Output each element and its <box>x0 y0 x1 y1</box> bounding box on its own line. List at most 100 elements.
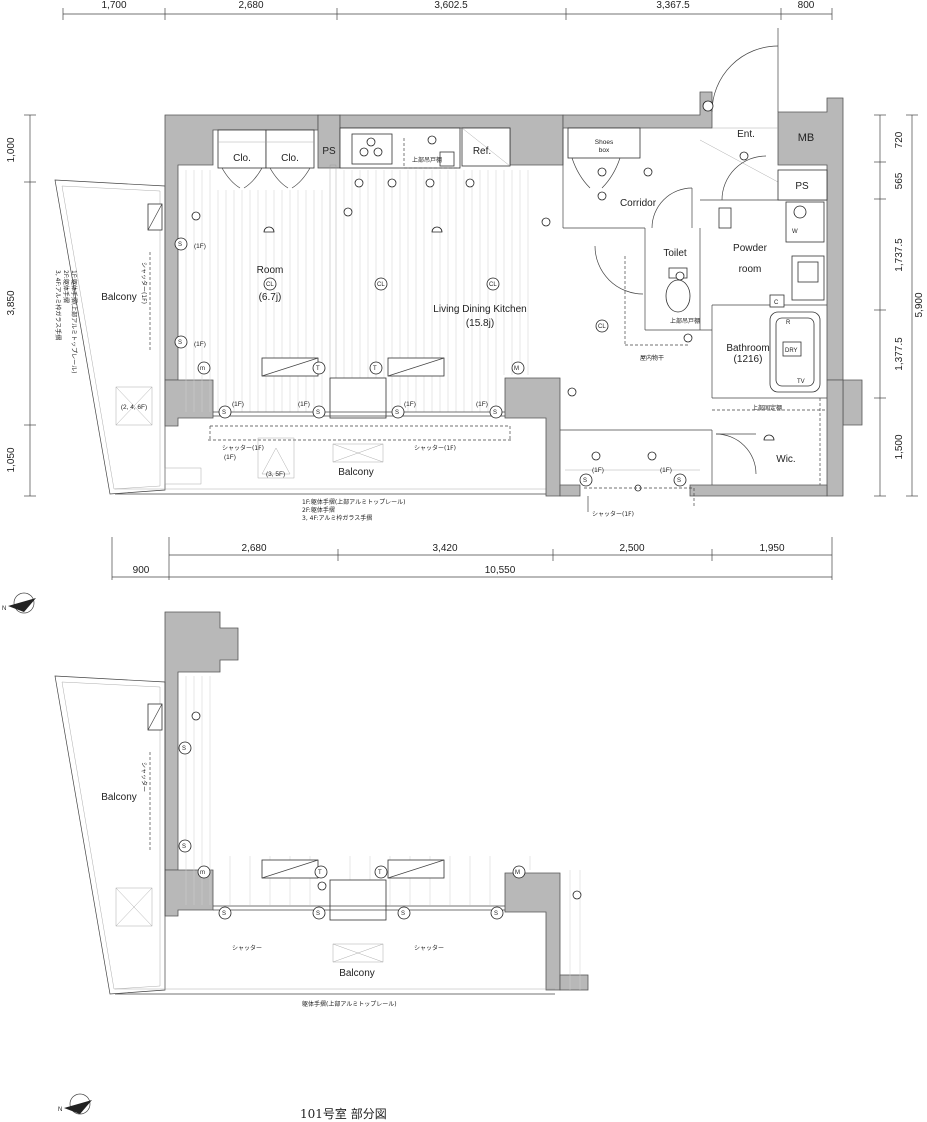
s-mark-5: S <box>583 478 587 484</box>
indoor-dryer-note: 屋内物干 <box>640 354 664 362</box>
s-mark-lower-4: S <box>494 911 498 917</box>
corridor-label: Corridor <box>620 198 657 209</box>
s-mark-lower-1: S <box>222 911 226 917</box>
upper-fixed-shelf-note: 上部固定棚 <box>752 404 782 412</box>
dim-top-3: 3,602.5 <box>434 0 468 11</box>
s-mark-3: S <box>395 410 399 416</box>
dim-top-5: 800 <box>798 0 815 11</box>
rail-note-2: 2F:躯体手摺 <box>302 506 335 514</box>
shoes-box: Shoes box <box>567 127 641 189</box>
dim-left-3: 1,050 <box>6 447 17 472</box>
closets: Clo. Clo. <box>217 129 315 189</box>
closet-2-label: Clo. <box>281 153 299 164</box>
drawing-caption: 101号室 部分図 <box>300 1106 387 1121</box>
left-dimension-line: 1,000 3,850 1,050 <box>6 114 36 497</box>
shutter-note-1-floor: (1F) <box>224 454 236 461</box>
mb-label: MB <box>798 132 815 144</box>
dim-bottom-4: 1,950 <box>759 543 784 554</box>
dim-bottom-5: 900 <box>133 565 150 576</box>
tv-mark: TV <box>797 379 805 385</box>
t-mark-lower-2: T <box>378 870 382 876</box>
dim-top-2: 2,680 <box>238 0 263 11</box>
s-mark-lower-left-1: S <box>182 746 186 752</box>
dim-bottom-3: 2,500 <box>619 543 644 554</box>
closet-1-label: Clo. <box>233 153 251 164</box>
dim-right-2: 565 <box>894 172 905 189</box>
shutter-note-lower-2: シャッター <box>414 944 444 952</box>
balcony-bottom-label: Balcony <box>338 467 374 478</box>
dim-right-1: 720 <box>894 131 905 148</box>
m-mark-2: M <box>514 366 519 372</box>
upper-cabinet-note: 上部吊戸棚 <box>412 156 442 164</box>
toilet-label: Toilet <box>663 248 687 259</box>
f1-label-4: (1F) <box>298 401 310 408</box>
balcony-left-label-lower: Balcony <box>101 792 137 803</box>
bathroom-size: (1216) <box>734 354 763 365</box>
f1-label-3: (1F) <box>232 401 244 408</box>
dim-top-1: 1,700 <box>101 0 126 11</box>
dim-left-1: 1,000 <box>6 137 17 162</box>
lower-plan-walls <box>164 611 589 991</box>
room-size: (6.7j) <box>259 292 282 303</box>
s-mark-1: S <box>222 410 226 416</box>
rail-note-lower: 躯体手摺(上部アルミトップレール) <box>302 1000 397 1008</box>
vertical-rail-note-3: 3, 4F:アルミ枠ガラス手摺 <box>54 270 62 340</box>
dim-right-4: 1,377.5 <box>894 337 905 371</box>
t-mark-1: T <box>316 366 320 372</box>
dim-bottom-1: 2,680 <box>241 543 266 554</box>
wic-label: Wic. <box>776 454 795 465</box>
cl-mark-2: CL <box>377 282 385 288</box>
m-mark-lower-1: m <box>200 870 205 876</box>
ldk-size: (15.8j) <box>466 318 494 329</box>
dryer-mark: DRY <box>785 348 798 354</box>
shutter-note-1: シャッター(1F) <box>222 444 264 452</box>
shutter-vertical-note-lower: シャッター <box>140 762 148 792</box>
f1-label-2: (1F) <box>194 341 206 348</box>
shutter-note-2: シャッター(1F) <box>414 444 456 452</box>
f1-label-1: (1F) <box>194 243 206 250</box>
cl-mark-3: CL <box>489 282 497 288</box>
vertical-rail-note-1: 1F:躯体手摺(上部アルミトップレール) <box>70 270 78 373</box>
balcony-bottom-label-lower: Balcony <box>339 968 375 979</box>
dim-right-3: 1,737.5 <box>894 238 905 272</box>
cl-mark-1: CL <box>266 282 274 288</box>
powder-label: Powder <box>733 243 768 254</box>
windows-bottom <box>208 357 512 479</box>
balcony-left-lower: シャッター Balcony <box>54 675 555 995</box>
shoes-box-label-2: box <box>599 147 610 154</box>
powder-room: W Powder room <box>718 201 825 301</box>
vertical-rail-note-2: 2F:躯体手摺 <box>62 270 70 303</box>
rail-note-1: 1F:躯体手摺(上部アルミトップレール) <box>302 498 405 506</box>
fridge-label: Ref. <box>473 146 491 157</box>
top-dimension-line: 1,700 2,680 3,602.5 3,367.5 800 <box>62 0 833 20</box>
dim-left-2: 3,850 <box>6 290 17 315</box>
bottom-dimension-lines: 2,680 3,420 2,500 1,950 900 10,550 <box>111 537 833 580</box>
ps-label-1: PS <box>322 146 336 157</box>
dim-top-4: 3,367.5 <box>656 0 690 11</box>
shoes-box-label-1: Shoes <box>595 139 614 146</box>
kitchen-counter: 上部吊戸棚 Ref. <box>339 127 511 169</box>
f1-label-5: (1F) <box>404 401 416 408</box>
svg-text:N: N <box>2 606 6 612</box>
upper-cabinet-note-2: 上部吊戸棚 <box>670 317 700 325</box>
ldk-label: Living Dining Kitchen <box>433 304 526 315</box>
shutter-note-3: シャッター(1F) <box>592 510 634 518</box>
s-mark-left-1: S <box>178 242 182 248</box>
rail-note-3: 3, 4F:アルミ枠ガラス手摺 <box>302 514 372 522</box>
dim-right-5: 1,500 <box>894 434 905 459</box>
svg-text:N: N <box>58 1107 62 1113</box>
s-mark-lower-left-2: S <box>182 844 186 850</box>
m-mark-1: m <box>200 366 205 372</box>
walls-upper <box>164 91 863 497</box>
s-mark-6: S <box>677 478 681 484</box>
ent-label: Ent. <box>737 129 755 140</box>
bathroom-label: Bathroom <box>726 343 769 354</box>
t-mark-lower-1: T <box>318 870 322 876</box>
symbols-bottom: S S S S S S T T m M S S (1F) (1F) (1F) (… <box>174 207 693 487</box>
balcony-left-label: Balcony <box>101 292 137 303</box>
dim-bottom-6: 10,550 <box>485 565 516 576</box>
s-mark-left-2: S <box>178 340 182 346</box>
right-dimension-line: 720 565 1,737.5 1,377.5 1,500 5,900 <box>874 114 925 497</box>
f1-label-7: (1F) <box>592 467 604 474</box>
ceiling-lights: CL CL CL CL <box>263 277 609 333</box>
